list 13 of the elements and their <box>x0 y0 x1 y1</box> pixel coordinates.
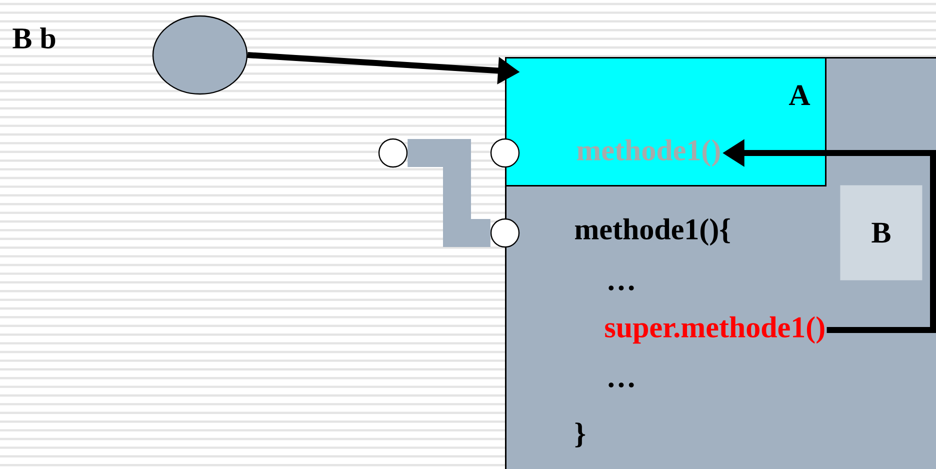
heading-label: B b <box>12 27 56 49</box>
method-text: methode1() <box>577 139 720 167</box>
code-line: } <box>575 422 586 448</box>
code-line: … <box>608 382 634 388</box>
connector-band <box>408 139 490 247</box>
port-circle <box>378 138 408 168</box>
port-circle <box>490 138 520 168</box>
ellipse-shape <box>152 15 248 95</box>
code-line: methode1(){ <box>575 218 730 246</box>
code-line: … <box>608 286 634 290</box>
class-label-box: B <box>840 185 922 280</box>
port-circle <box>490 218 520 248</box>
code-line: super.methode1() <box>605 316 824 344</box>
